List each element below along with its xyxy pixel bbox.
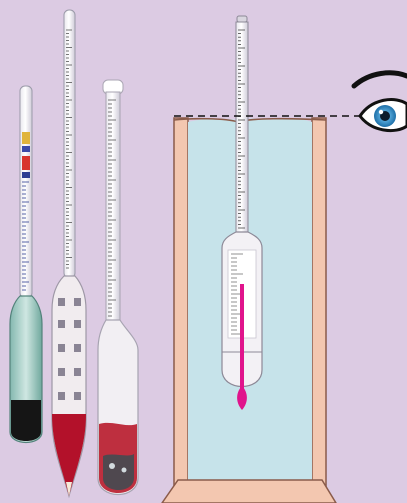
scale-mark	[58, 368, 65, 376]
scale-mark	[58, 344, 65, 352]
scale-mark	[74, 298, 81, 306]
scale-mark	[58, 320, 65, 328]
scale-mark	[58, 392, 65, 400]
scale-mark	[74, 368, 81, 376]
scale-mark	[58, 298, 65, 306]
scale-mark	[74, 392, 81, 400]
scale-mark	[74, 320, 81, 328]
scale-mark	[74, 344, 81, 352]
